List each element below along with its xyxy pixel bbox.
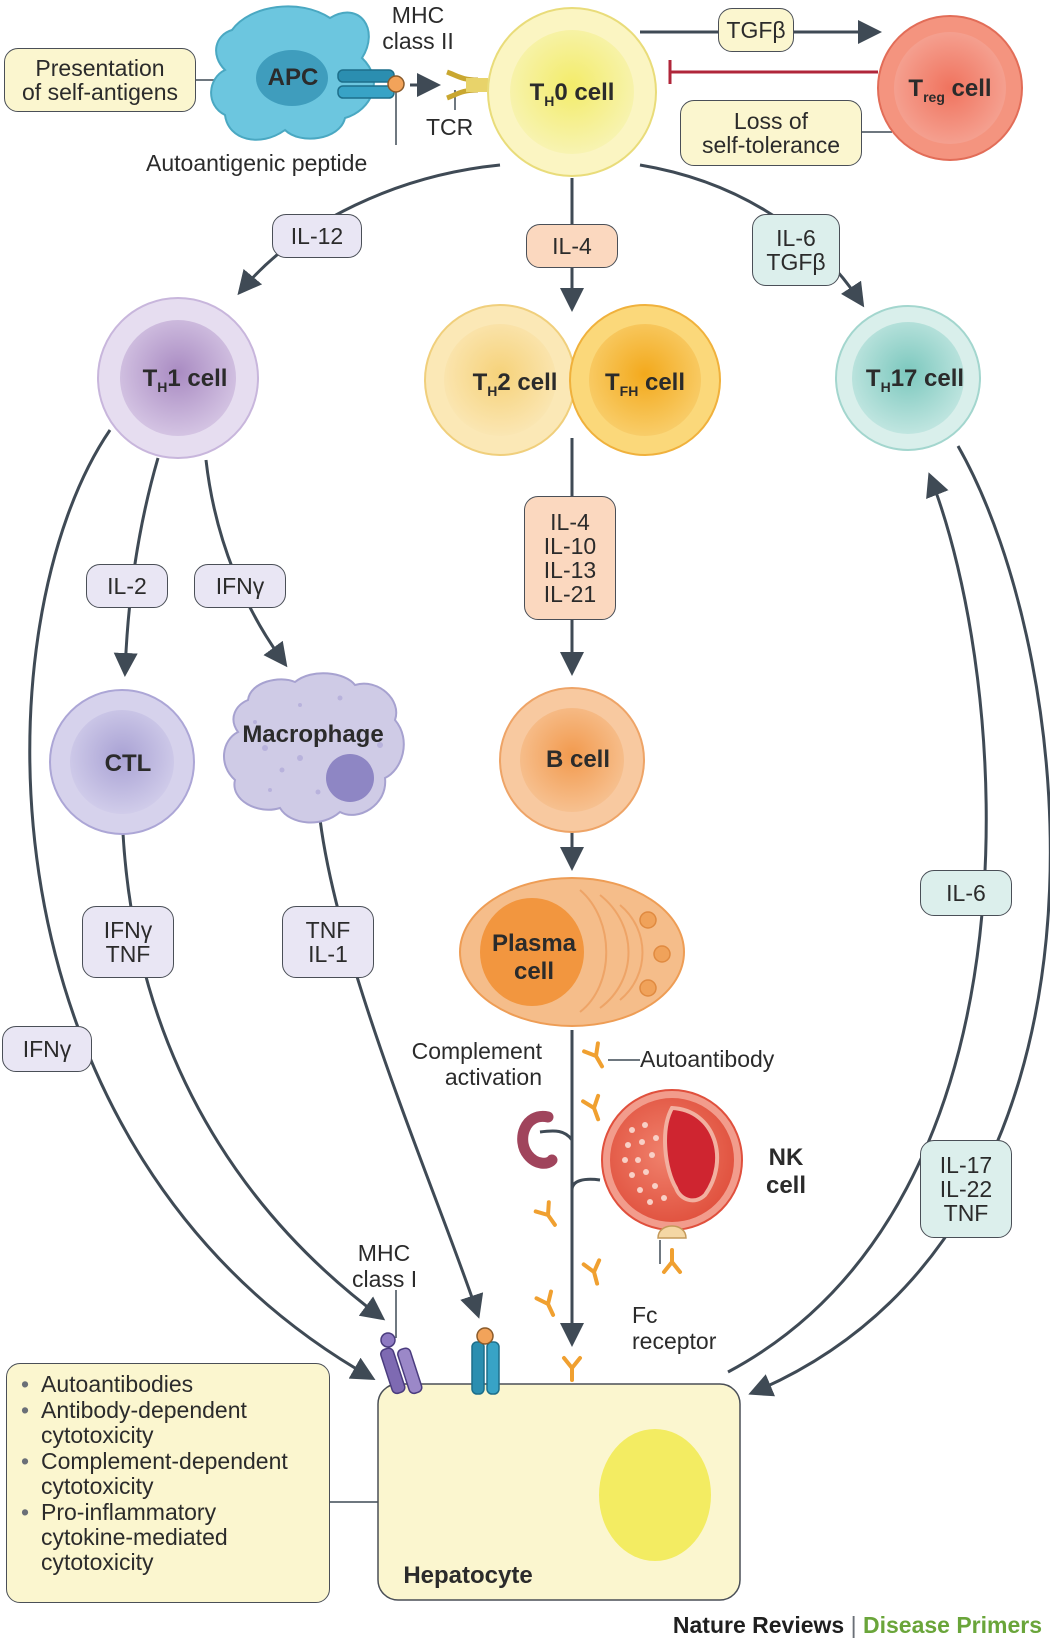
th0-label: TH0 cell (529, 79, 615, 109)
autoantibody-label: Autoantibody (640, 1046, 775, 1072)
arrow-th0-to-th1 (237, 163, 501, 296)
mechanisms-list: Autoantibodies Antibody-dependentcytotox… (6, 1363, 330, 1603)
ctl-label: CTL (104, 750, 152, 777)
arrow-th1-to-macrophage (204, 459, 288, 668)
th17-label: TH17 cell (865, 365, 965, 395)
ifng-macrophage-box: IFNγ (194, 564, 286, 608)
hepatocyte-cell (377, 1383, 741, 1601)
mechanism-item: Pro-inflammatorycytokine-mediatedcytotox… (19, 1500, 319, 1575)
treg-label: Treg cell (908, 75, 992, 105)
fc-receptor (657, 1225, 687, 1239)
mechanism-item: Autoantibodies (19, 1372, 319, 1398)
arrow-th1-to-ctl (113, 457, 160, 677)
il12-box: IL-12 (272, 214, 362, 258)
mhc-class-i-receptor (380, 1332, 423, 1395)
complement-icon (517, 1111, 558, 1169)
plasma-cell (459, 877, 685, 1027)
credit-separator: | (850, 1612, 857, 1638)
il6-hepatocyte-box: IL-6 (920, 870, 1012, 916)
arrow-th1-to-hepatocyte (28, 429, 376, 1380)
th1-label: TH1 cell (142, 365, 228, 395)
publisher-name: Nature Reviews (672, 1612, 845, 1638)
b-cell-label: B cell (545, 746, 611, 773)
arrow-ctl-to-hepatocyte (120, 811, 386, 1321)
il2-box: IL-2 (86, 564, 168, 608)
arrow-macrophage-to-hepatocyte (316, 799, 484, 1319)
apc-cell (210, 5, 375, 141)
tcr-on-hepatocyte (471, 1327, 500, 1395)
tcr-receptor (446, 69, 488, 101)
nk-cell (601, 1089, 743, 1239)
apc-label: APC (267, 64, 319, 91)
il4-box: IL-4 (526, 224, 618, 268)
mhc-class-ii-receptor (337, 69, 405, 99)
tfh-label: TFH cell (604, 369, 686, 399)
macrophage-cell (222, 672, 405, 824)
tgf-beta-box: TGFβ (718, 8, 794, 52)
macrophage-label: Macrophage (242, 721, 384, 748)
arrow-th0-to-th17 (639, 163, 865, 308)
autoantigenic-peptide-label: Autoantigenic peptide (146, 150, 368, 176)
arrow-hepatocyte-to-th17 (727, 472, 988, 1374)
ifng-th1-box: IFNγ (2, 1026, 92, 1072)
tcr-label: TCR (426, 114, 474, 140)
hepatocyte-label: Hepatocyte (403, 1562, 533, 1589)
series-name: Disease Primers (862, 1612, 1042, 1638)
th2-label: TH2 cell (472, 369, 558, 399)
journal-credit: Nature Reviews | Disease Primers (673, 1612, 1042, 1639)
autoantibody-icons (533, 1041, 682, 1382)
arrow-th17-to-hepatocyte (748, 445, 1050, 1397)
